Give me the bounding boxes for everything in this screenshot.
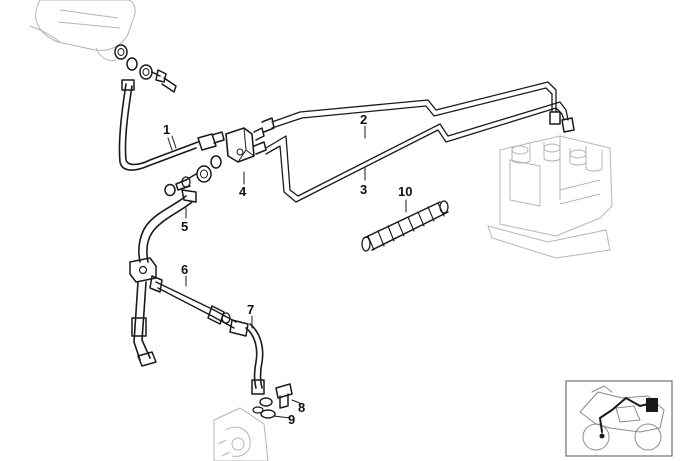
- callout-1: 1: [163, 122, 170, 137]
- brake-hose-1: [118, 79, 225, 171]
- hose-clip-holder: [129, 257, 157, 367]
- callout-3: 3: [360, 182, 367, 197]
- callout-5: 5: [181, 219, 188, 234]
- handlebar-master-cylinder: [29, 0, 136, 61]
- callout-7: 7: [247, 302, 254, 317]
- motorcycle-location-inset: [565, 380, 673, 457]
- brake-pipe-6: [149, 275, 237, 329]
- callout-10: 10: [398, 184, 412, 199]
- banjo-bolt-top: [114, 44, 177, 93]
- abs-pressure-modulator: [487, 135, 613, 259]
- distributor-block-4: [164, 117, 275, 197]
- brake-hose-5: [138, 189, 197, 263]
- brake-caliper: [213, 407, 269, 461]
- brake-pipe-2: [271, 81, 561, 129]
- callout-8: 8: [298, 400, 305, 415]
- brake-hose-7: [229, 319, 265, 395]
- motorcycle-silhouette: [579, 385, 665, 451]
- brake-line-highlight: [599, 397, 658, 439]
- callout-4: 4: [239, 184, 247, 199]
- leader-lines: [167, 125, 407, 419]
- banjo-bolt-8: [259, 383, 293, 409]
- sealing-washer-9: [252, 406, 276, 419]
- callout-6: 6: [181, 262, 188, 277]
- brake-pipe-3: [265, 101, 575, 203]
- callout-9: 9: [288, 412, 295, 427]
- protective-spiral-sleeve-10: [361, 200, 449, 252]
- callout-2: 2: [360, 112, 367, 127]
